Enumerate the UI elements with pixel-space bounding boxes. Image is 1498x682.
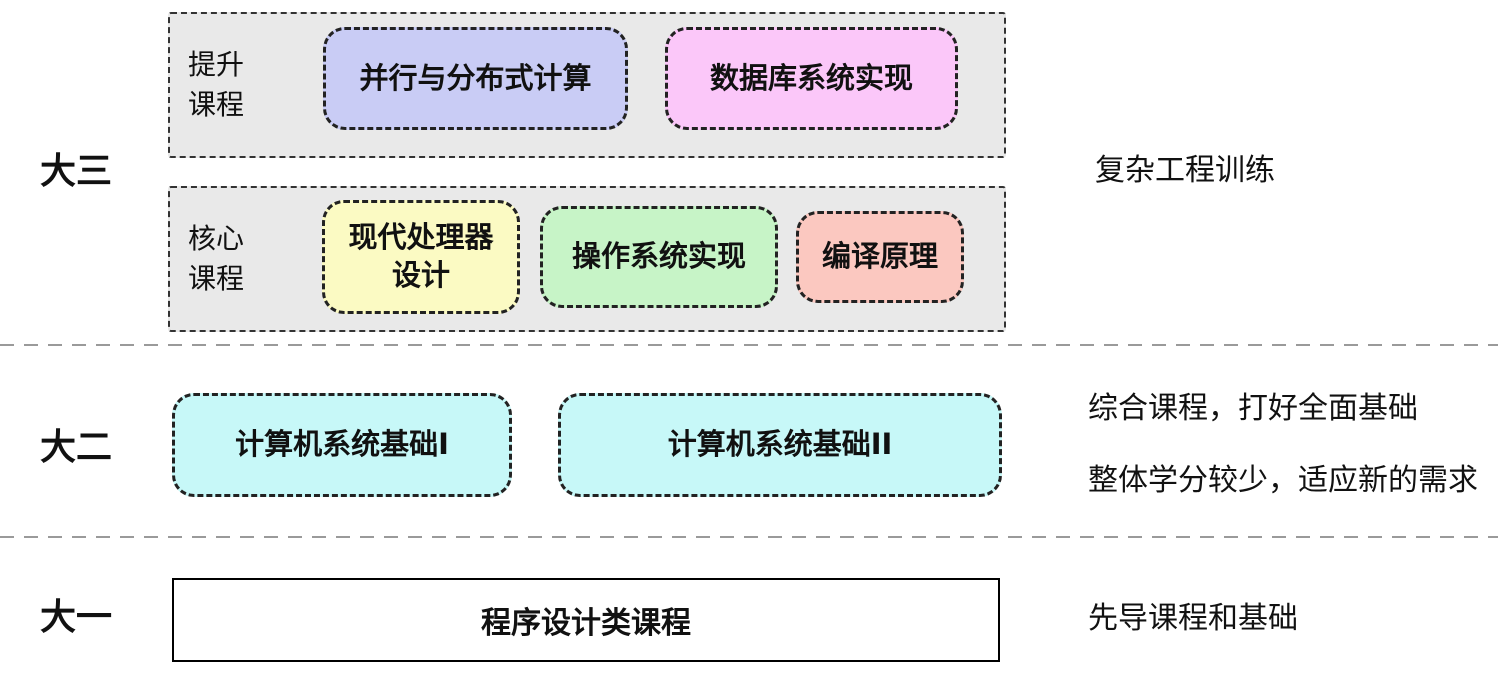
course-name: 计算机系统基础I bbox=[235, 427, 449, 462]
year3-core-group: 核心 课程 现代处理器设计 操作系统实现 编译原理 bbox=[168, 186, 1006, 332]
course-database-system-implementation: 数据库系统实现 bbox=[665, 27, 958, 130]
course-computer-systems-fundamentals-1: 计算机系统基础I bbox=[172, 393, 512, 497]
course-name: 操作系统实现 bbox=[571, 239, 746, 274]
course-name: 计算机系统基础II bbox=[667, 427, 893, 462]
divider-year3-year2 bbox=[0, 344, 1498, 346]
year1-annotation: 先导课程和基础 bbox=[1088, 601, 1298, 636]
course-name: 数据库系统实现 bbox=[709, 60, 913, 95]
year2-annotation-top: 综合课程，打好全面基础 bbox=[1088, 391, 1418, 426]
course-modern-processor-design: 现代处理器设计 bbox=[322, 200, 520, 314]
course-name: 编译原理 bbox=[821, 239, 938, 274]
course-computer-systems-fundamentals-2: 计算机系统基础II bbox=[558, 393, 1002, 497]
year2-annotation-bottom: 整体学分较少，适应新的需求 bbox=[1088, 463, 1478, 498]
advanced-group-label: 提升 课程 bbox=[188, 48, 245, 121]
course-name: 现代处理器设计 bbox=[348, 220, 494, 292]
course-parallel-distributed-computing: 并行与分布式计算 bbox=[323, 27, 628, 130]
course-operating-system-implementation: 操作系统实现 bbox=[540, 206, 778, 308]
course-programming-courses: 程序设计类课程 bbox=[172, 578, 1000, 662]
year2-label: 大二 bbox=[40, 427, 113, 468]
year3-label: 大三 bbox=[40, 151, 113, 192]
course-compiler-principles: 编译原理 bbox=[796, 211, 964, 303]
course-name: 并行与分布式计算 bbox=[359, 60, 592, 95]
divider-year2-year1 bbox=[0, 536, 1498, 538]
year3-advanced-group: 提升 课程 并行与分布式计算 数据库系统实现 bbox=[168, 12, 1006, 158]
course-name: 程序设计类课程 bbox=[481, 606, 691, 641]
core-group-label: 核心 课程 bbox=[188, 222, 245, 295]
year1-label: 大一 bbox=[40, 597, 113, 638]
year3-annotation: 复杂工程训练 bbox=[1095, 153, 1275, 188]
